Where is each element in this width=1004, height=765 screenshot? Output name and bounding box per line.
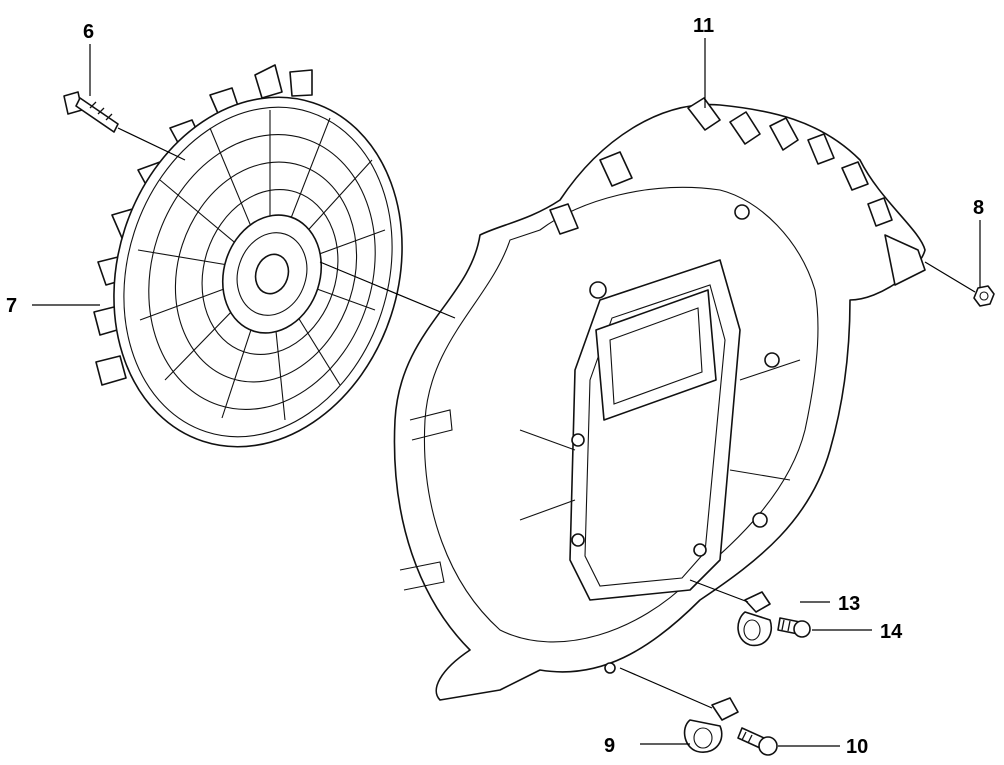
callout-8: 8 — [973, 197, 984, 219]
callout-10: 10 — [846, 736, 868, 758]
cable-clamp-icon — [683, 697, 739, 753]
bolt-icon — [63, 91, 119, 133]
fan-housing-icon — [393, 97, 926, 701]
callout-13: 13 — [838, 593, 860, 615]
screw-icon — [737, 727, 778, 756]
leader-lines — [32, 38, 981, 747]
callout-14: 14 — [880, 621, 903, 643]
callout-labels: 6 7 8 9 10 11 13 14 — [6, 15, 984, 758]
callout-9: 9 — [604, 735, 615, 757]
fan-wheel-icon — [93, 64, 403, 448]
callout-7: 7 — [6, 295, 17, 317]
cable-clamp-icon — [737, 591, 772, 647]
screw-icon — [777, 617, 811, 638]
callout-11: 11 — [693, 15, 714, 37]
nut-icon — [973, 285, 995, 307]
callout-6: 6 — [83, 21, 94, 43]
